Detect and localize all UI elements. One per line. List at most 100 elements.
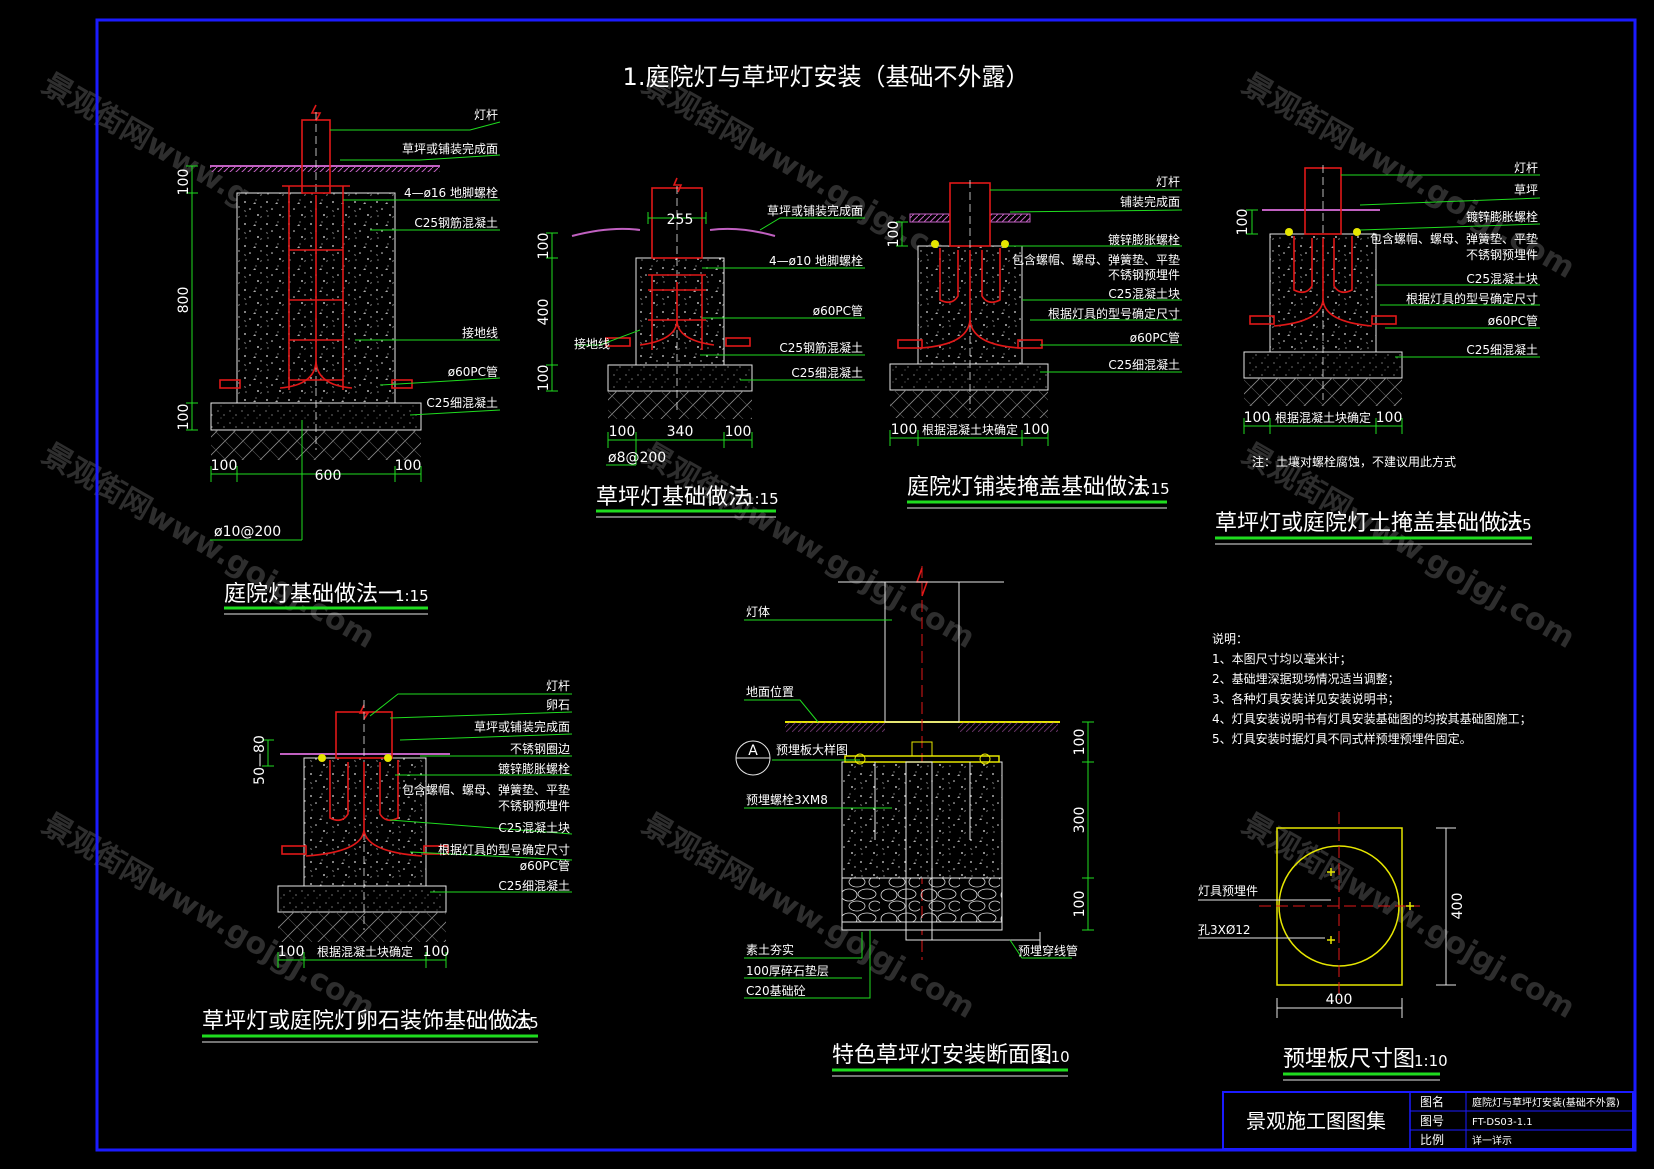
label: C25混凝土块 (1108, 286, 1180, 301)
detail-title: 庭院灯铺装掩盖基础做法 (907, 475, 1149, 500)
label: 卵石 (546, 698, 570, 712)
dim-h: 根据混凝土块确定 (1275, 410, 1371, 425)
note-item: 2、基础埋深据现场情况适当调整； (1212, 671, 1400, 686)
label: 4—ø16 地脚螺栓 (404, 185, 498, 200)
label: 不锈钢预埋件 (1108, 268, 1180, 282)
note: 注：土壤对螺栓腐蚀，不建议用此方式 (1252, 454, 1456, 469)
detail-title: 特色草坪灯安装断面图 (832, 1043, 1052, 1068)
dim-h: 根据混凝土块确定 (317, 944, 413, 959)
label: C25混凝土块 (1466, 271, 1538, 286)
label: 灯杆 (474, 108, 498, 122)
dim-h: 100 (211, 458, 238, 474)
label: 预埋螺栓3XM8 (746, 792, 828, 807)
dim-v: 100 (176, 169, 192, 196)
watermark: 景观街网www.gojgj.com (1236, 807, 1581, 1026)
detail-7-embedded-plate: 400 400 灯具预埋件 孔3XØ12 预埋板尺寸图 1:10 (1198, 812, 1466, 1081)
dim-h: 340 (667, 424, 694, 440)
note-item: 3、各种灯具安装详见安装说明书； (1212, 691, 1400, 706)
label: 孔3XØ12 (1198, 923, 1251, 937)
label: ø60PC管 (520, 858, 570, 873)
drawing-frame (95, 18, 1637, 1152)
label: 草坪 (1514, 183, 1538, 197)
label: 镀锌膨胀螺栓 (498, 761, 570, 776)
tb-key: 图名 (1420, 1094, 1444, 1109)
detail-title: 草坪灯或庭院灯卵石装饰基础做法 (202, 1009, 532, 1034)
detail-4-soil-covered-foundation: 100 100 根据混凝土块确定 100 注：土壤对螺栓腐蚀，不建议用此方式 灯… (1215, 161, 1541, 545)
dim-v: 50—80 (252, 735, 268, 785)
dim-v: 400 (1450, 893, 1466, 920)
label: 接地线 (574, 336, 610, 351)
detail-title: 预埋板尺寸图 (1283, 1047, 1415, 1072)
label: 镀锌膨胀螺栓 (1466, 209, 1538, 224)
dim-v: 400 (536, 299, 552, 326)
label: ø60PC管 (813, 303, 863, 318)
label: 4—ø10 地脚螺栓 (769, 253, 863, 268)
dim-h: 100 (395, 458, 422, 474)
dim-v: 100 (886, 221, 902, 248)
label: 接地线 (462, 325, 498, 340)
tb-value: 庭院灯与草坪灯安装(基础不外露) (1472, 1096, 1620, 1109)
detail-scale: 1:15 (1136, 480, 1170, 498)
label: 包含螺帽、螺母、弹簧垫、平垫 (1370, 231, 1538, 246)
label: ø60PC管 (1488, 313, 1538, 328)
watermark: 景观街网www.gojgj.com (1236, 437, 1581, 656)
detail-2-lawn-light-foundation: 255 100 400 100 100 340 100 ø8@200 接地线 草… (536, 177, 865, 518)
detail-scale: 1:15 (505, 1014, 539, 1032)
label: 灯杆 (1156, 175, 1180, 189)
dim-v: 100 (1235, 209, 1251, 236)
dim-v: 800 (176, 287, 192, 314)
label: 灯杆 (1514, 161, 1538, 175)
detail-scale: 1:10 (1414, 1052, 1448, 1070)
general-notes: 说明： 1、本图尺寸均以毫米计； 2、基础埋深据现场情况适当调整； 3、各种灯具… (1212, 631, 1532, 746)
label: 根据灯具的型号确定尺寸 (1048, 306, 1180, 321)
label: C25钢筋混凝土 (414, 215, 498, 230)
label: 根据灯具的型号确定尺寸 (1406, 291, 1538, 306)
dim-h: 100 (725, 424, 752, 440)
detail-title: 草坪灯基础做法 (596, 485, 750, 510)
label: C25细混凝土 (498, 878, 570, 893)
detail-title: 草坪灯或庭院灯土掩盖基础做法 (1215, 511, 1523, 536)
dim-v: 100 (536, 365, 552, 392)
label: 草坪或铺装完成面 (402, 141, 498, 156)
label: 预埋穿线管 (1018, 943, 1078, 958)
atlas-title: 景观施工图图集 (1246, 1109, 1386, 1133)
detail-3-paving-covered-foundation: 100 100 根据混凝土块确定 100 灯杆 铺装完成面 镀锌膨胀螺栓 包含螺… (886, 175, 1183, 509)
detail-5-pebble-decorative-foundation: 50—80 100 根据混凝土块确定 100 灯杆 卵石 草坪或铺装完成面 不锈… (202, 679, 573, 1043)
dim-h: 255 (667, 212, 694, 228)
main-title: 1.庭院灯与草坪灯安装（基础不外露） (623, 63, 1030, 91)
dim-v: 300 (1072, 807, 1088, 834)
dim-h: 100 (1376, 410, 1403, 426)
rebar-label: ø10@200 (214, 524, 281, 540)
watermark: 景观街网www.gojgj.com (636, 437, 981, 656)
label: 不锈钢圈边 (510, 742, 570, 756)
label: 地面位置 (746, 684, 794, 699)
label: 灯具预埋件 (1198, 884, 1258, 898)
dim-v: 100 (1072, 729, 1088, 756)
detail-scale: 1:15 (395, 587, 429, 605)
title-block: 景观施工图图集 图名 庭院灯与草坪灯安装(基础不外露) 图号 FT-DS03-1… (1222, 1091, 1634, 1150)
label: 包含螺帽、螺母、弹簧垫、平垫 (402, 782, 570, 797)
tb-key: 比例 (1420, 1133, 1444, 1147)
dim-h: 100 (1023, 422, 1050, 438)
note-item: 5、灯具安装时据灯具不同式样预埋预埋件固定。 (1212, 731, 1472, 746)
label: C25钢筋混凝土 (779, 340, 863, 355)
label: ø60PC管 (1130, 330, 1180, 345)
detail-scale: 1:10 (1036, 1048, 1070, 1066)
label: 灯杆 (546, 679, 570, 693)
detail-6-feature-lawn-light-section: 100 300 100 A 灯体 地面位置 预埋板大样图 预埋螺栓3XM8 素土… (735, 566, 1094, 1077)
label: 草坪或铺装完成面 (767, 203, 863, 218)
detail-scale: 1:15 (1498, 516, 1532, 534)
dim-h: 100 (423, 944, 450, 960)
label: 素土夯实 (746, 942, 794, 957)
tb-key: 图号 (1420, 1114, 1444, 1128)
label: 灯体 (746, 605, 770, 619)
callout-a: A (748, 743, 758, 759)
label: 镀锌膨胀螺栓 (1108, 232, 1180, 247)
dim-h: 100 (891, 422, 918, 438)
notes-heading: 说明： (1212, 631, 1248, 646)
label: 铺装完成面 (1120, 194, 1180, 209)
rebar-label: ø8@200 (608, 450, 666, 466)
label: 预埋板大样图 (776, 742, 848, 757)
label: 100厚碎石垫层 (746, 963, 829, 978)
